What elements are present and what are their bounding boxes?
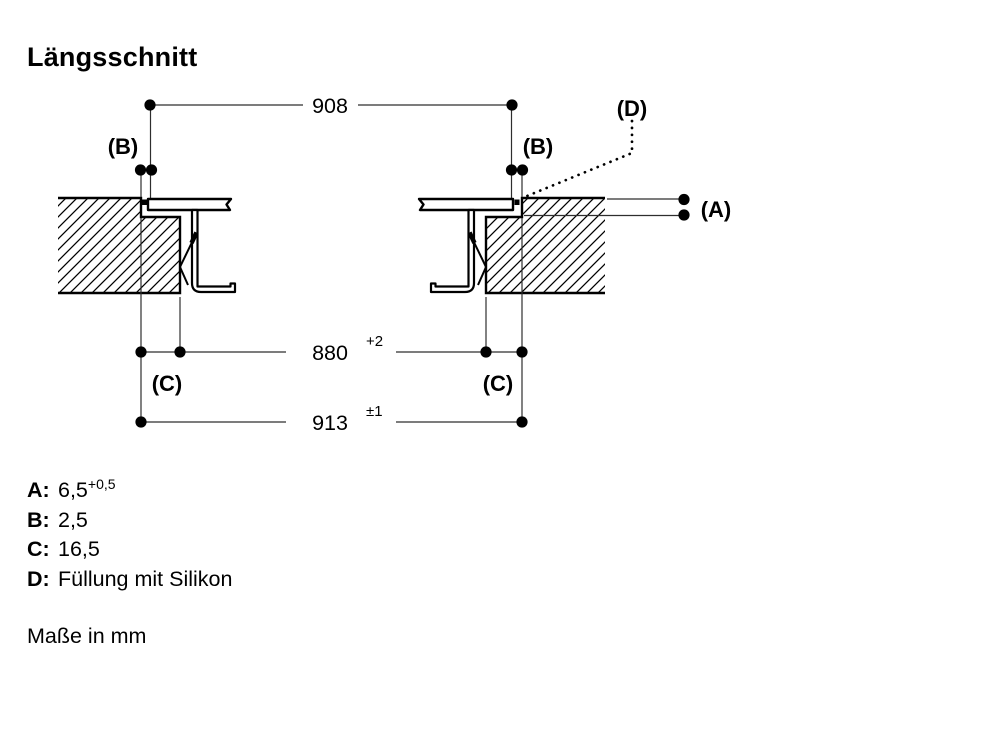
silicone-joint-right (514, 199, 520, 205)
frame-profile-left (190, 208, 237, 294)
cooktop-glass-right (417, 197, 515, 212)
spring-clip-right (467, 231, 488, 286)
legend-value-d: Füllung mit Silikon (58, 566, 233, 591)
dim-bottom-tolerance: ±1 (366, 403, 383, 420)
callout-c-left: (C) (152, 371, 183, 396)
callout-c-right: (C) (483, 371, 514, 396)
page-title: Längsschnitt (27, 42, 198, 72)
legend-value-a: 6,5 (58, 478, 88, 502)
legend-key-c: C: (27, 537, 50, 561)
units-note: Maße in mm (27, 624, 147, 648)
legend: A: 6,5+0,5 B: 2,5 C: 16,5 D: Füllung mit Sil… (27, 476, 232, 594)
frame-profile-right (429, 208, 476, 294)
legend-key-d: D: (27, 566, 50, 591)
dim-top-value: 908 (312, 94, 348, 118)
legend-tolerance-a: +0,5 (87, 475, 116, 492)
legend-row-d: D: Füllung mit Silikon (27, 565, 232, 595)
callout-a: (A) (701, 197, 732, 222)
legend-row-c: C: 16,5 (27, 535, 232, 565)
legend-row-b: B: 2,5 (27, 506, 232, 536)
legend-value-c: 16,5 (58, 537, 100, 561)
countertop-left-outline (58, 196, 182, 295)
countertop-right-section (486, 198, 605, 293)
legend-key-b: B: (27, 507, 50, 532)
callout-b-right: (B) (523, 134, 554, 159)
spring-clip-left (178, 231, 199, 286)
countertop-right-outline (484, 196, 605, 295)
callout-b-left: (B) (108, 134, 139, 159)
cooktop-glass-left (146, 197, 233, 212)
countertop-left-section (58, 198, 180, 293)
silicone-joint-left (142, 199, 147, 205)
dim-middle-value: 880 (312, 341, 348, 365)
legend-value-b: 2,5 (58, 507, 88, 532)
dim-bottom-value: 913 (312, 411, 348, 435)
legend-row-a: A: 6,5+0,5 (27, 476, 232, 506)
dimension-dots (134, 99, 690, 428)
dim-middle-tolerance: +2 (366, 333, 383, 350)
callout-d: (D) (617, 96, 648, 121)
legend-key-a: A: (27, 478, 50, 502)
reference-lines (140, 104, 684, 423)
